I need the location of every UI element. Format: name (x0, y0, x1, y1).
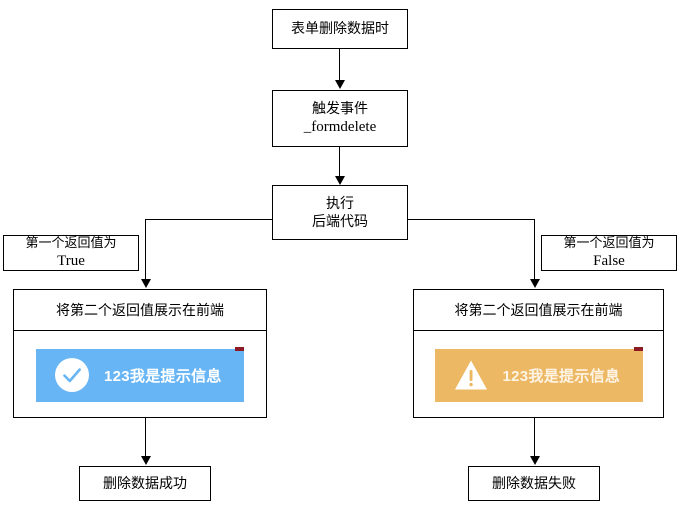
node-trigger-line1: 触发事件 (312, 99, 368, 116)
connector-start-to-trigger (339, 49, 340, 81)
arrowhead-success-to-final (141, 456, 151, 465)
panel-warning-title: 将第二个返回值展示在前端 (414, 290, 663, 331)
connector-exec-right-vertical (534, 219, 535, 279)
connector-success-to-final (145, 418, 146, 457)
label-false-line2: False (593, 252, 625, 269)
panel-success-title: 将第二个返回值展示在前端 (14, 290, 266, 331)
label-true-line2: True (57, 252, 85, 269)
node-delete-fail-label: 删除数据失败 (492, 474, 576, 491)
node-start-label: 表单删除数据时 (291, 20, 389, 37)
label-false-line1: 第一个返回值为 (563, 235, 655, 251)
arrowhead-trigger-to-exec (335, 176, 345, 185)
arrowhead-warning-to-final (530, 456, 540, 465)
toast-success[interactable]: 123我是提示信息 (36, 346, 244, 402)
connector-exec-right-horizontal (407, 219, 535, 220)
node-trigger-event[interactable]: 触发事件 _formdelete (272, 90, 408, 147)
node-exec-line1: 执行 (326, 194, 354, 211)
arrowhead-start-to-trigger (335, 80, 345, 89)
toast-success-text: 123我是提示信息 (104, 367, 222, 385)
label-return-false: 第一个返回值为 False (541, 235, 677, 271)
node-start[interactable]: 表单删除数据时 (272, 9, 408, 49)
label-return-true: 第一个返回值为 True (3, 235, 139, 271)
node-exec-line2: 后端代码 (312, 212, 368, 229)
node-delete-fail[interactable]: 删除数据失败 (468, 466, 600, 501)
node-execute-backend[interactable]: 执行 后端代码 (272, 185, 408, 240)
warning-triangle-icon (454, 360, 487, 390)
toast-warning-corner-mark (633, 346, 643, 351)
panel-success-display[interactable]: 将第二个返回值展示在前端 123我是提示信息 (13, 289, 267, 418)
arrowhead-exec-to-warning-panel (530, 279, 540, 288)
node-delete-success[interactable]: 删除数据成功 (79, 466, 211, 501)
arrowhead-exec-to-success-panel (141, 279, 151, 288)
connector-trigger-to-exec (339, 147, 340, 176)
node-trigger-line2: _formdelete (303, 118, 377, 135)
node-delete-success-label: 删除数据成功 (103, 474, 187, 491)
label-true-line1: 第一个返回值为 (25, 235, 117, 251)
toast-warning[interactable]: 123我是提示信息 (434, 346, 643, 402)
panel-warning-display[interactable]: 将第二个返回值展示在前端 123我是提示信息 (413, 289, 664, 418)
panel-success-body: 123我是提示信息 (14, 331, 266, 417)
check-circle-icon (55, 358, 89, 392)
connector-exec-left-horizontal (145, 219, 273, 220)
toast-success-corner-mark (235, 346, 244, 351)
connector-exec-left-vertical (145, 219, 146, 279)
connector-warning-to-final (534, 418, 535, 457)
toast-warning-text: 123我是提示信息 (502, 367, 621, 385)
panel-warning-body: 123我是提示信息 (414, 331, 663, 417)
